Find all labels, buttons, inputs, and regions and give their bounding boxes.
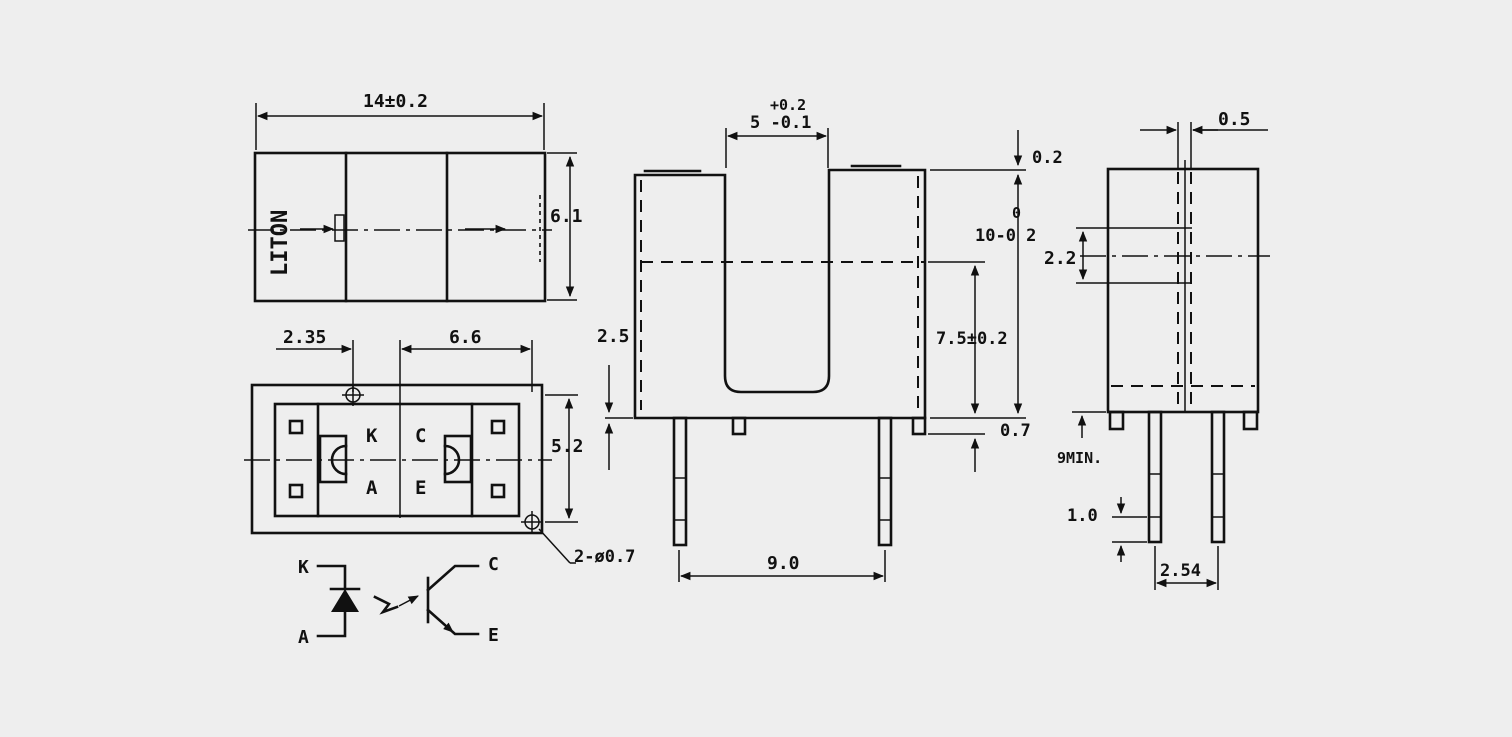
side-view: 0.5 2.2 9MIN. 1.0 2.54	[1044, 109, 1270, 590]
base-height-dimension: 2.5	[597, 326, 630, 347]
schematic-c: C	[488, 554, 499, 575]
bottom-pin-c: C	[415, 425, 426, 447]
height-tolerance: 0	[1012, 204, 1021, 222]
lead-pitch-side-dimension: 2.54	[1160, 561, 1201, 581]
bottom-pin-k: K	[366, 425, 378, 447]
light-emission-icon	[373, 595, 399, 615]
emitter-window	[334, 214, 345, 242]
bottom-pin-a: A	[366, 477, 378, 499]
lead-width-dimension: 1.0	[1067, 506, 1098, 526]
front-view: +0.2 5 -0.1 9.0 2.5 0.2 0 10-0 2 7.5	[597, 96, 1063, 582]
pin-offset-dimension: 2.35	[283, 327, 326, 348]
top-width-dimension: 14±0.2	[363, 91, 428, 112]
step-height-dimension: 0.7	[1000, 421, 1031, 441]
schematic-symbol: K A C E	[298, 554, 499, 648]
hole-diameter-dimension: 2-ø0.7	[574, 547, 635, 567]
front-lead-left	[672, 416, 688, 547]
side-housing-outline	[1106, 167, 1260, 414]
top-height-dimension: 6.1	[550, 206, 583, 227]
bottom-view: 2.35 6.6 K C A E 5.2 2-ø0.7	[244, 327, 635, 567]
top-view-outline	[253, 151, 547, 303]
pin-spacing-dimension: 6.6	[449, 327, 482, 348]
side-lead-left	[1147, 410, 1163, 544]
lead-length-dimension: 9MIN.	[1057, 449, 1102, 467]
bottom-view-outline	[250, 383, 544, 535]
lead-pitch-dimension: 9.0	[767, 553, 800, 574]
bottom-pin-e: E	[415, 477, 426, 499]
led-diode-icon	[331, 589, 359, 612]
slot-width-dimension: 5 -0.1	[750, 113, 811, 133]
schematic-k: K	[298, 557, 309, 578]
schematic-a: A	[298, 627, 309, 648]
bottom-height-dimension: 5.2	[551, 436, 584, 457]
wall-thickness-dimension: 0.5	[1218, 109, 1251, 130]
optical-axis-dimension: 7.5±0.2	[936, 329, 1008, 349]
front-lead-right	[877, 416, 893, 547]
schematic-e: E	[488, 625, 499, 646]
top-view: 14±0.2 LITON 6.1	[248, 91, 583, 303]
liton-logo: LITON	[268, 210, 293, 276]
slot-tolerance-upper: +0.2	[770, 96, 806, 114]
top-offset-dimension: 0.2	[1032, 148, 1063, 168]
aperture-dimension: 2.2	[1044, 248, 1077, 269]
side-lead-right	[1210, 410, 1226, 544]
total-height-dimension: 10-0 2	[975, 226, 1036, 246]
front-housing-outline	[633, 168, 927, 420]
